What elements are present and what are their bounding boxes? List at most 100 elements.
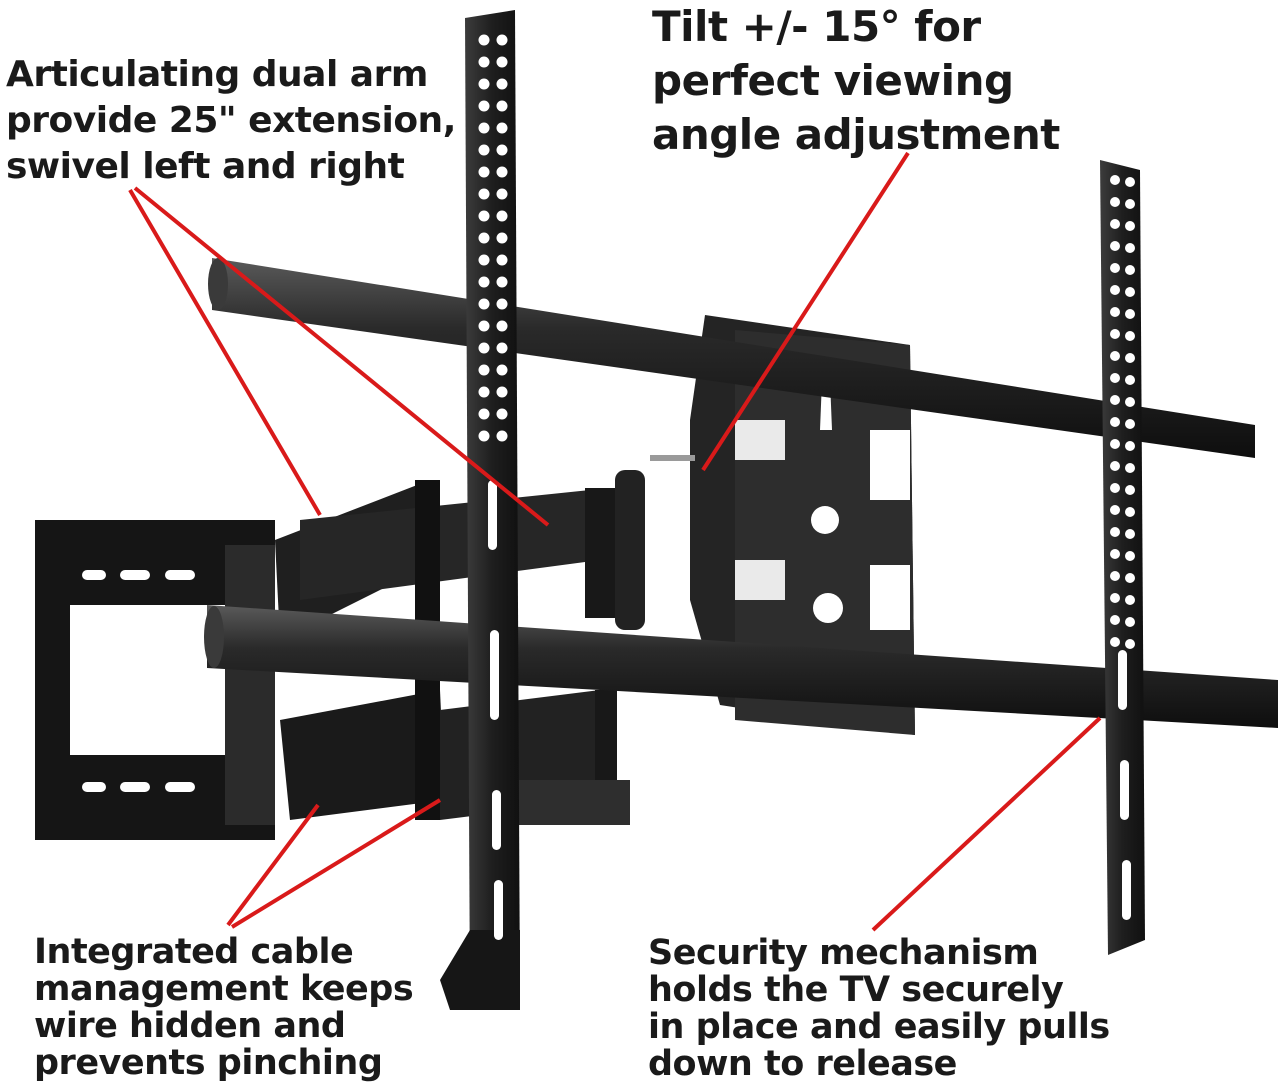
rail-slot bbox=[488, 480, 497, 550]
rail-hole bbox=[1125, 265, 1135, 275]
rail-slot bbox=[1122, 860, 1131, 920]
rail-hole bbox=[478, 386, 490, 398]
rail-hole bbox=[1125, 617, 1135, 627]
rail-hole bbox=[1125, 573, 1135, 583]
rail-hole bbox=[1110, 241, 1120, 251]
rail-slot bbox=[492, 790, 501, 850]
rail-hole bbox=[478, 364, 490, 376]
rail-hole bbox=[496, 144, 508, 156]
rail-hole bbox=[1125, 463, 1135, 473]
rail-hole bbox=[478, 320, 490, 332]
rail-hole bbox=[1110, 307, 1120, 317]
rail-hole bbox=[1125, 353, 1135, 363]
rail-hole bbox=[478, 34, 490, 46]
rail-hole bbox=[1110, 527, 1120, 537]
rail-hole bbox=[478, 276, 490, 288]
rail-hole bbox=[478, 188, 490, 200]
rail-hole bbox=[1125, 331, 1135, 341]
rail-hole bbox=[1125, 287, 1135, 297]
pointer-security bbox=[871, 716, 1102, 932]
rail-hole bbox=[1125, 221, 1135, 231]
rail-hole bbox=[496, 364, 508, 376]
rail-hole bbox=[496, 34, 508, 46]
wall-plate bbox=[35, 520, 275, 840]
rail-hole bbox=[1125, 441, 1135, 451]
right-vertical-rail bbox=[1100, 160, 1145, 955]
rail-hole bbox=[496, 298, 508, 310]
pointer-tilt bbox=[701, 151, 910, 472]
pointer-lines bbox=[128, 151, 1102, 932]
callout-tilt: Tilt +/- 15° for perfect viewing angle a… bbox=[652, 2, 1060, 159]
rail-hole bbox=[478, 166, 490, 178]
rail-hole bbox=[1110, 461, 1120, 471]
rail-hole bbox=[478, 408, 490, 420]
rail-hole bbox=[1125, 639, 1135, 649]
rail-hole bbox=[1110, 417, 1120, 427]
rail-hole bbox=[496, 100, 508, 112]
callout-articulating-arm: Articulating dual arm provide 25" extens… bbox=[6, 54, 456, 187]
rail-hole bbox=[478, 210, 490, 222]
rail-hole bbox=[1125, 199, 1135, 209]
rail-hole bbox=[478, 78, 490, 90]
rail-hole bbox=[496, 122, 508, 134]
pointer-cable-a bbox=[226, 803, 320, 927]
rail-hole bbox=[478, 122, 490, 134]
rail-hole bbox=[496, 166, 508, 178]
rail-hole bbox=[1125, 397, 1135, 407]
rail-hole bbox=[496, 210, 508, 222]
rail-slot bbox=[1120, 760, 1129, 820]
rail-hole bbox=[478, 100, 490, 112]
rail-hole bbox=[478, 298, 490, 310]
rail-hole bbox=[1110, 637, 1120, 647]
rail-hole bbox=[1110, 329, 1120, 339]
rail-slot bbox=[490, 630, 499, 720]
rail-hole bbox=[496, 430, 508, 442]
rail-hole bbox=[1125, 375, 1135, 385]
rail-hole bbox=[496, 188, 508, 200]
rail-hole bbox=[496, 232, 508, 244]
rail-slot bbox=[494, 880, 503, 940]
rail-hole bbox=[1110, 197, 1120, 207]
rail-hole bbox=[478, 430, 490, 442]
rail-hole bbox=[1125, 243, 1135, 253]
rail-hole bbox=[1110, 219, 1120, 229]
rail-hole bbox=[478, 342, 490, 354]
rail-hole bbox=[478, 144, 490, 156]
rail-hole bbox=[1110, 175, 1120, 185]
rail-hole bbox=[1110, 263, 1120, 273]
rail-hole bbox=[496, 254, 508, 266]
rail-hole bbox=[1110, 615, 1120, 625]
rail-hole bbox=[1125, 419, 1135, 429]
rail-hole bbox=[1110, 373, 1120, 383]
rail-hole bbox=[1125, 551, 1135, 561]
tilt-bracket bbox=[650, 315, 915, 735]
rail-hole bbox=[1125, 507, 1135, 517]
rail-hole bbox=[478, 232, 490, 244]
rail-hole bbox=[1125, 529, 1135, 539]
rail-hole bbox=[1125, 595, 1135, 605]
rail-hole bbox=[496, 78, 508, 90]
rail-hole bbox=[496, 386, 508, 398]
rail-hole bbox=[1110, 483, 1120, 493]
pointer-arm-b bbox=[133, 186, 550, 527]
rail-hole bbox=[1110, 549, 1120, 559]
callout-security-mechanism: Security mechanism holds the TV securely… bbox=[648, 933, 1110, 1084]
rail-hole bbox=[1110, 593, 1120, 603]
rail-hole bbox=[1110, 505, 1120, 515]
rail-hole bbox=[496, 56, 508, 68]
rail-hole bbox=[496, 320, 508, 332]
rail-hole bbox=[1110, 571, 1120, 581]
rail-holes bbox=[478, 34, 1135, 940]
rail-hole bbox=[1125, 177, 1135, 187]
rail-hole bbox=[496, 408, 508, 420]
rail-hole bbox=[496, 342, 508, 354]
rail-hole bbox=[1110, 351, 1120, 361]
rail-hole bbox=[1125, 309, 1135, 319]
rail-hole bbox=[1110, 285, 1120, 295]
rail-hole bbox=[1110, 439, 1120, 449]
pointer-arm-a bbox=[128, 188, 322, 517]
rail-slot bbox=[1118, 650, 1127, 710]
rail-hole bbox=[496, 276, 508, 288]
rail-hole bbox=[478, 56, 490, 68]
